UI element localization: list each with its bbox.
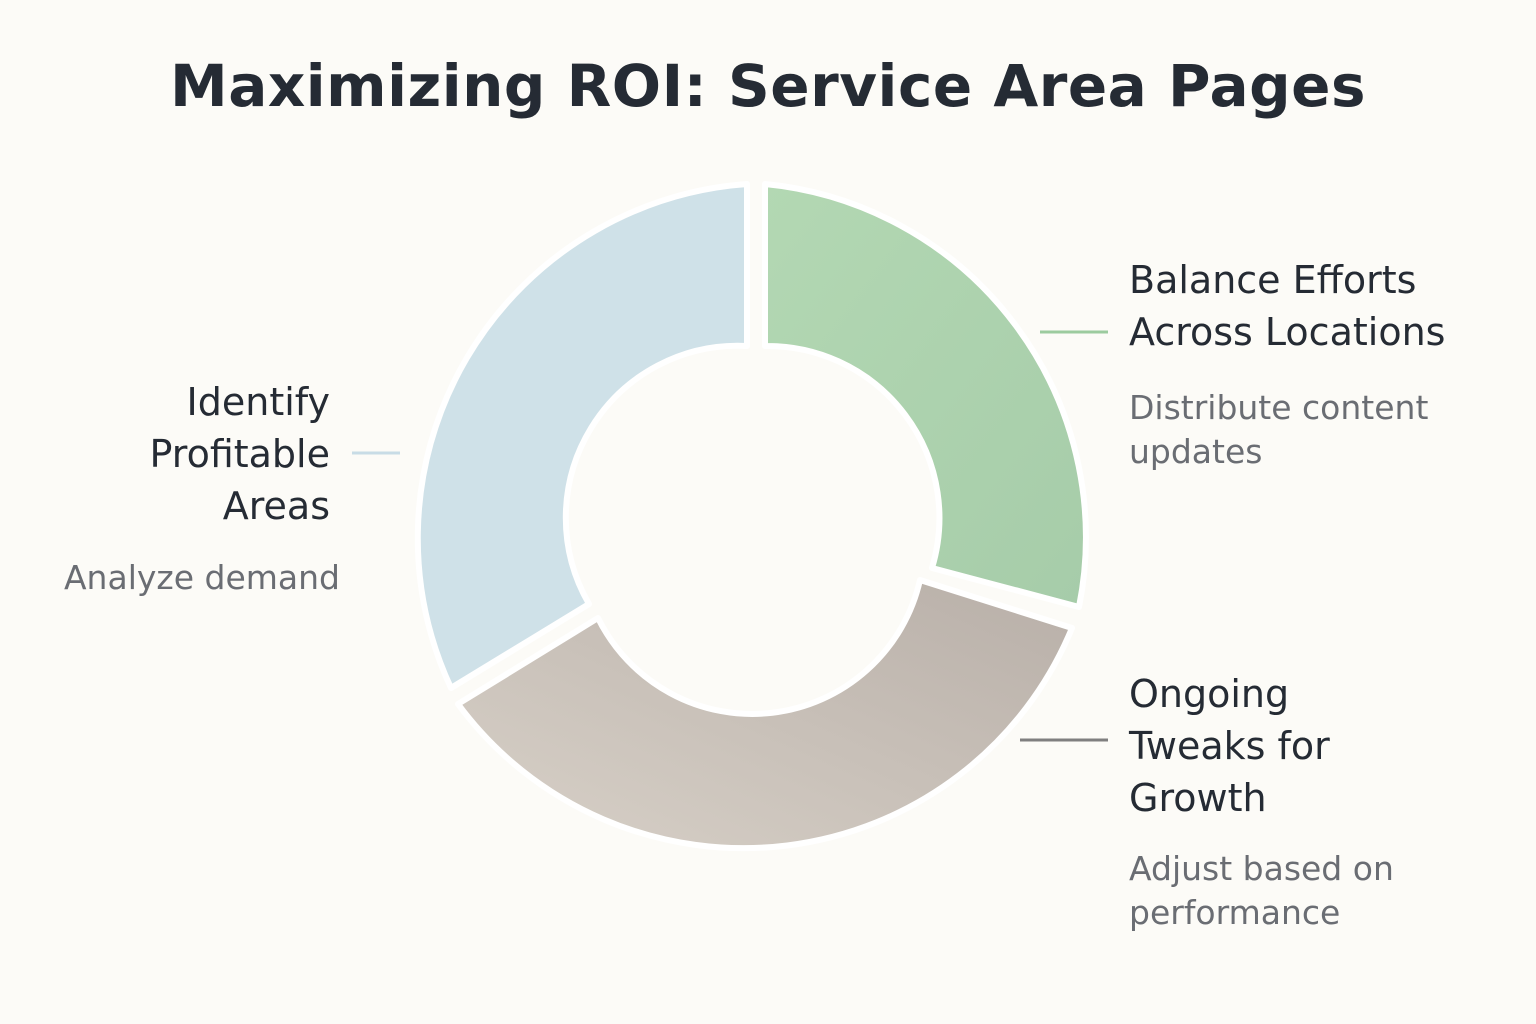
label-line: Profitable <box>149 432 330 476</box>
segment-balance-efforts <box>762 181 1089 610</box>
desc-line: Distribute content <box>1129 388 1429 427</box>
label-line: Balance Efforts <box>1129 258 1417 302</box>
desc-identify-profitable-areas: Analyze demand <box>63 558 340 597</box>
label-line: Ongoing <box>1129 672 1290 716</box>
diagram-title: Maximizing ROI: Service Area Pages <box>170 52 1366 120</box>
label-line: Across Locations <box>1129 310 1446 354</box>
desc-line: Adjust based on <box>1129 849 1394 888</box>
label-line: Tweaks for <box>1129 724 1330 768</box>
segment-identify-profitable-areas <box>414 181 750 691</box>
label-ongoing-tweaks: Ongoing Tweaks for Growth <box>1129 668 1330 824</box>
desc-line: performance <box>1129 893 1341 932</box>
label-line: Growth <box>1129 776 1267 820</box>
segment-ongoing-tweaks <box>455 577 1075 852</box>
label-line: Identify <box>186 380 330 424</box>
label-identify-profitable-areas: Identify Profitable Areas <box>150 376 330 532</box>
desc-balance-efforts: Distribute content updates <box>1129 386 1428 474</box>
label-line: Areas <box>222 484 330 528</box>
desc-line: updates <box>1129 432 1263 471</box>
desc-ongoing-tweaks: Adjust based on performance <box>1129 847 1394 935</box>
label-balance-efforts: Balance Efforts Across Locations <box>1129 254 1445 358</box>
